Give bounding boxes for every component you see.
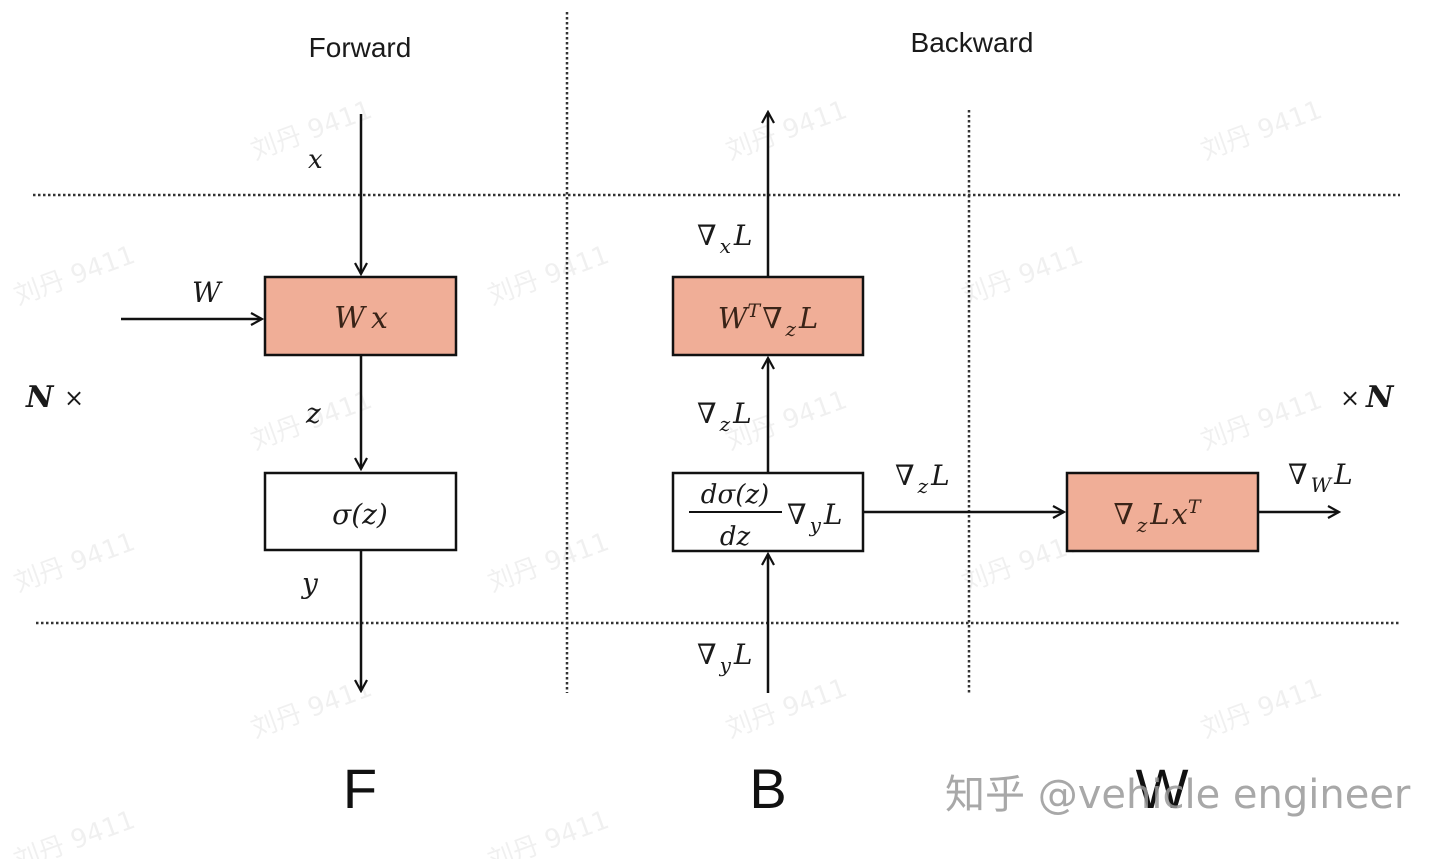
nabla-symbol: ∇ — [697, 219, 717, 252]
w-label: W — [192, 276, 223, 309]
watermark: 刘丹 9411 — [10, 527, 139, 598]
footer-watermark: 知乎 @vehicle engineer — [945, 772, 1411, 818]
nabla-symbol: ∇ — [762, 301, 782, 335]
repeat-left-label: N × — [25, 380, 84, 415]
subscript: z — [719, 412, 731, 436]
fraction-numerator: dσ(z) — [701, 480, 769, 510]
watermark: 刘丹 9411 — [484, 527, 613, 598]
watermark: 刘丹 9411 — [10, 805, 139, 859]
watermark: 刘丹 9411 — [958, 240, 1087, 311]
weight-grad-box — [1065, 471, 1260, 553]
y-label: y — [300, 567, 319, 600]
nabla-symbol: ∇ — [1113, 497, 1133, 531]
nabla-symbol: ∇ — [895, 459, 915, 492]
linear-box-x: x — [371, 301, 388, 336]
watermark: 刘丹 9411 — [484, 805, 613, 859]
transpose-sup: T — [1188, 496, 1202, 518]
wt-grad-box — [671, 275, 865, 357]
repeat-right-label: × N — [1340, 380, 1395, 415]
loss-symbol: L — [1333, 458, 1353, 491]
phase-label-f: F — [343, 757, 377, 820]
nabla-symbol: ∇ — [697, 397, 717, 430]
repeat-right-times: × — [1340, 384, 1360, 412]
z-label: z — [305, 397, 321, 430]
loss-symbol: L — [733, 638, 753, 671]
subscript: W — [1311, 473, 1333, 497]
nabla-symbol: ∇ — [787, 498, 807, 531]
watermark: 刘丹 9411 — [1197, 95, 1326, 166]
watermark: 刘丹 9411 — [247, 673, 376, 744]
x-label: x — [308, 145, 323, 175]
subscript: x — [720, 234, 731, 258]
subscript: y — [719, 653, 732, 677]
watermark: 刘丹 9411 — [1197, 673, 1326, 744]
linear-box-w: W — [334, 301, 367, 336]
watermark: 刘丹 9411 — [484, 240, 613, 311]
loss-symbol: L — [732, 397, 752, 430]
subscript: z — [917, 474, 929, 498]
fraction-denominator: dz — [720, 522, 751, 552]
repeat-left-times: × — [64, 384, 84, 412]
loss-symbol: L — [930, 459, 950, 492]
loss-symbol: L — [1149, 497, 1169, 531]
dotted-separators — [33, 12, 1400, 693]
loss-symbol: L — [733, 219, 753, 252]
repeat-left-n: N — [25, 380, 55, 415]
nabla-symbol: ∇ — [697, 638, 717, 671]
subscript: z — [784, 317, 796, 341]
watermark: 刘丹 9411 — [1197, 385, 1326, 456]
transpose-sup: T — [748, 300, 762, 322]
subscript: z — [1136, 513, 1148, 537]
watermark: 刘丹 9411 — [722, 673, 851, 744]
activation-box-label: σ(z) — [332, 498, 388, 531]
phase-label-w: W — [1136, 757, 1189, 820]
loss-symbol: L — [798, 301, 818, 335]
repeat-right-n: N — [1365, 380, 1395, 415]
activation-box — [263, 471, 458, 552]
subscript: y — [809, 513, 822, 537]
w-symbol: W — [718, 301, 750, 335]
phase-label-b: B — [749, 757, 786, 820]
watermark: 刘丹 9411 — [10, 240, 139, 311]
x-symbol: x — [1172, 497, 1188, 531]
loss-symbol: L — [823, 498, 843, 531]
backward-header: Backward — [911, 27, 1034, 58]
watermark: 刘丹 9411 — [722, 95, 851, 166]
nabla-symbol: ∇ — [1288, 458, 1308, 491]
forward-header: Forward — [309, 32, 412, 63]
